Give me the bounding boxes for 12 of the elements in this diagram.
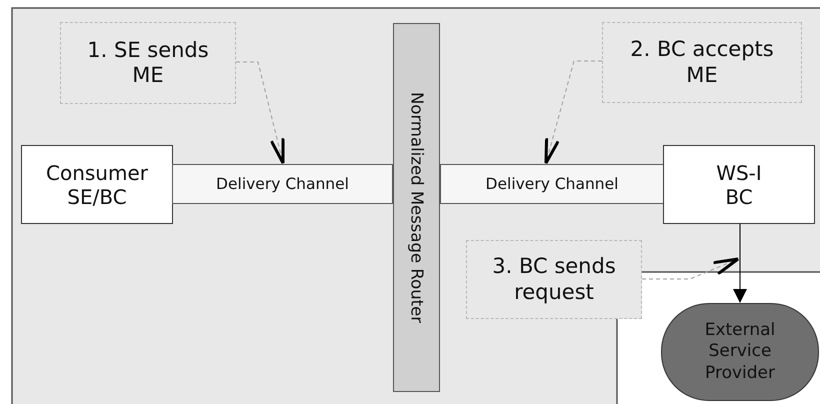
component-box: WS-I BC [663,145,815,224]
channel-bar: Delivery Channel [172,164,393,204]
router-bar: Normalized Message Router [393,23,440,392]
arrow [733,224,747,303]
callout-box: 2. BC accepts ME [602,22,802,103]
component-box: Consumer SE/BC [21,145,173,224]
callout-box: 1. SE sends ME [60,22,236,104]
leader-line [544,60,602,164]
leader-line [236,62,285,164]
channel-bar: Delivery Channel [440,164,664,204]
leader-line [642,258,740,280]
callout-box: 3. BC sends request [466,240,642,319]
